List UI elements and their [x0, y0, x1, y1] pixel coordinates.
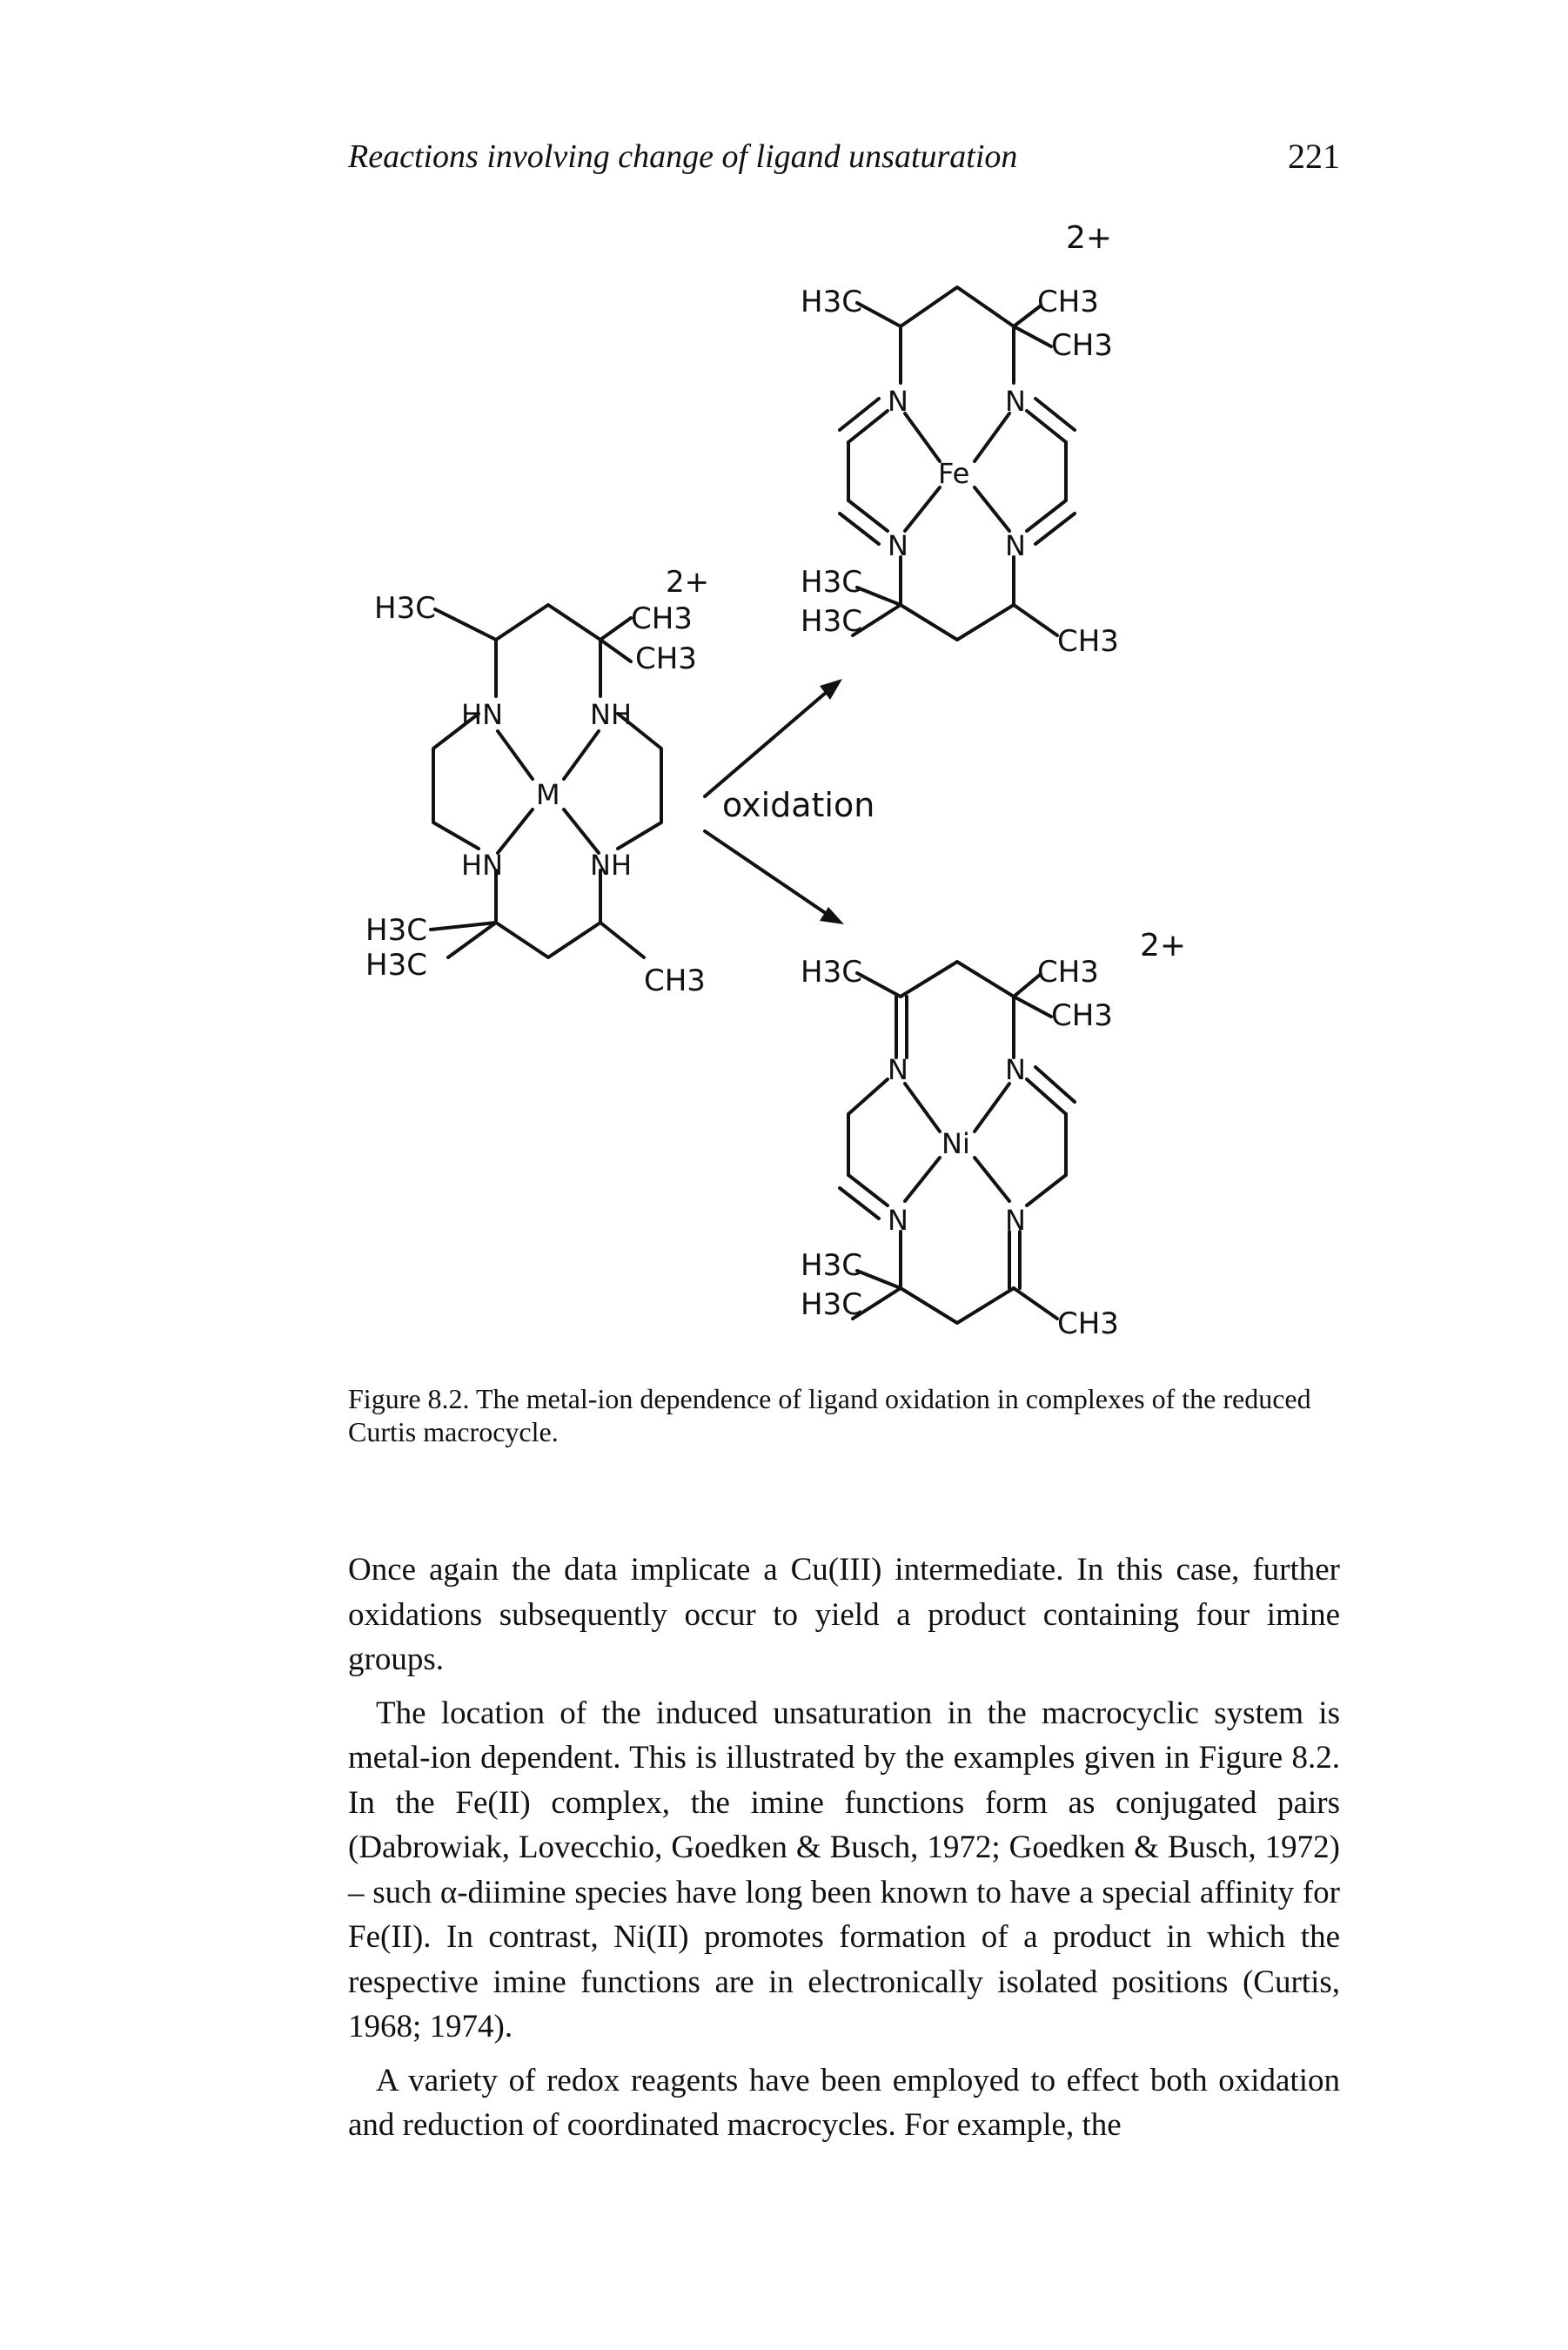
ni-methyl-bottom-left-2: H3C — [801, 1287, 862, 1322]
fe-methyl-bottom-left-1: H3C — [801, 565, 862, 600]
ni-n-top-left: N — [888, 1053, 908, 1086]
running-title: Reactions involving change of ligand uns… — [348, 138, 1018, 175]
fe-methyl-top-left: H3C — [801, 285, 862, 319]
fe-methyl-bottom-left-2: H3C — [801, 604, 862, 639]
ni-methyl-bottom-left-1: H3C — [801, 1248, 862, 1283]
figure-8-2: 2+ H3C CH3 CH3 HN NH M HN NH H3C H3C CH3… — [365, 220, 1186, 1341]
paragraph-3: A variety of redox reagents have been em… — [348, 2062, 1340, 2144]
ni-n-top-right: N — [1005, 1053, 1026, 1086]
fe-n-bottom-right: N — [1005, 529, 1026, 562]
ni-n-bottom-left: N — [888, 1204, 908, 1237]
reactant-metal: M — [536, 778, 560, 811]
reactant-nh-top-right: NH — [590, 698, 632, 731]
ni-product-charge: 2+ — [1140, 928, 1186, 964]
reactant-methyl-top-right-1: CH3 — [631, 601, 693, 636]
page-number: 221 — [1288, 137, 1340, 176]
reactant-methyl-bottom-right: CH3 — [644, 964, 706, 998]
ni-methyl-bottom-right: CH3 — [1057, 1306, 1119, 1341]
reactant-structure — [429, 603, 663, 959]
oxidation-arrows — [703, 690, 828, 916]
figure-caption: Figure 8.2. The metal-ion dependence of … — [348, 1383, 1311, 1447]
fe-metal: Fe — [938, 457, 969, 490]
body-text: Once again the data implicate a Cu(III) … — [348, 1548, 1340, 2157]
arrow-label-oxidation: oxidation — [722, 786, 874, 824]
reactant-methyl-top-left: H3C — [374, 591, 436, 626]
fe-n-top-right: N — [1005, 385, 1026, 418]
reactant-nh-bottom-right: NH — [590, 849, 632, 882]
fe-n-top-left: N — [888, 385, 908, 418]
reactant-methyl-top-right-2: CH3 — [635, 641, 697, 676]
paragraph-2: The location of the induced unsaturation… — [348, 1695, 1340, 2045]
fe-methyl-bottom-right: CH3 — [1057, 624, 1119, 659]
fe-methyl-top-right-1: CH3 — [1037, 285, 1099, 319]
running-head: Reactions involving change of ligand uns… — [348, 131, 1340, 191]
ni-methyl-top-right-1: CH3 — [1037, 955, 1099, 990]
fe-product-structure — [838, 285, 1076, 641]
ni-methyl-top-left: H3C — [801, 955, 862, 990]
reactant-methyl-bottom-left-2: H3C — [365, 948, 427, 983]
fe-n-bottom-left: N — [888, 529, 908, 562]
fe-product-charge: 2+ — [1066, 220, 1112, 256]
reactant-charge: 2+ — [666, 565, 709, 600]
paragraph-1: Once again the data implicate a Cu(III) … — [348, 1552, 1340, 1677]
ni-methyl-top-right-2: CH3 — [1051, 998, 1113, 1033]
ni-metal: Ni — [941, 1127, 970, 1160]
reactant-nh-top-left: HN — [461, 698, 503, 731]
ni-n-bottom-right: N — [1005, 1204, 1026, 1237]
ni-product-structure — [838, 960, 1076, 1325]
reactant-nh-bottom-left: HN — [461, 849, 503, 882]
reactant-methyl-bottom-left-1: H3C — [365, 913, 427, 948]
fe-methyl-top-right-2: CH3 — [1051, 328, 1113, 363]
